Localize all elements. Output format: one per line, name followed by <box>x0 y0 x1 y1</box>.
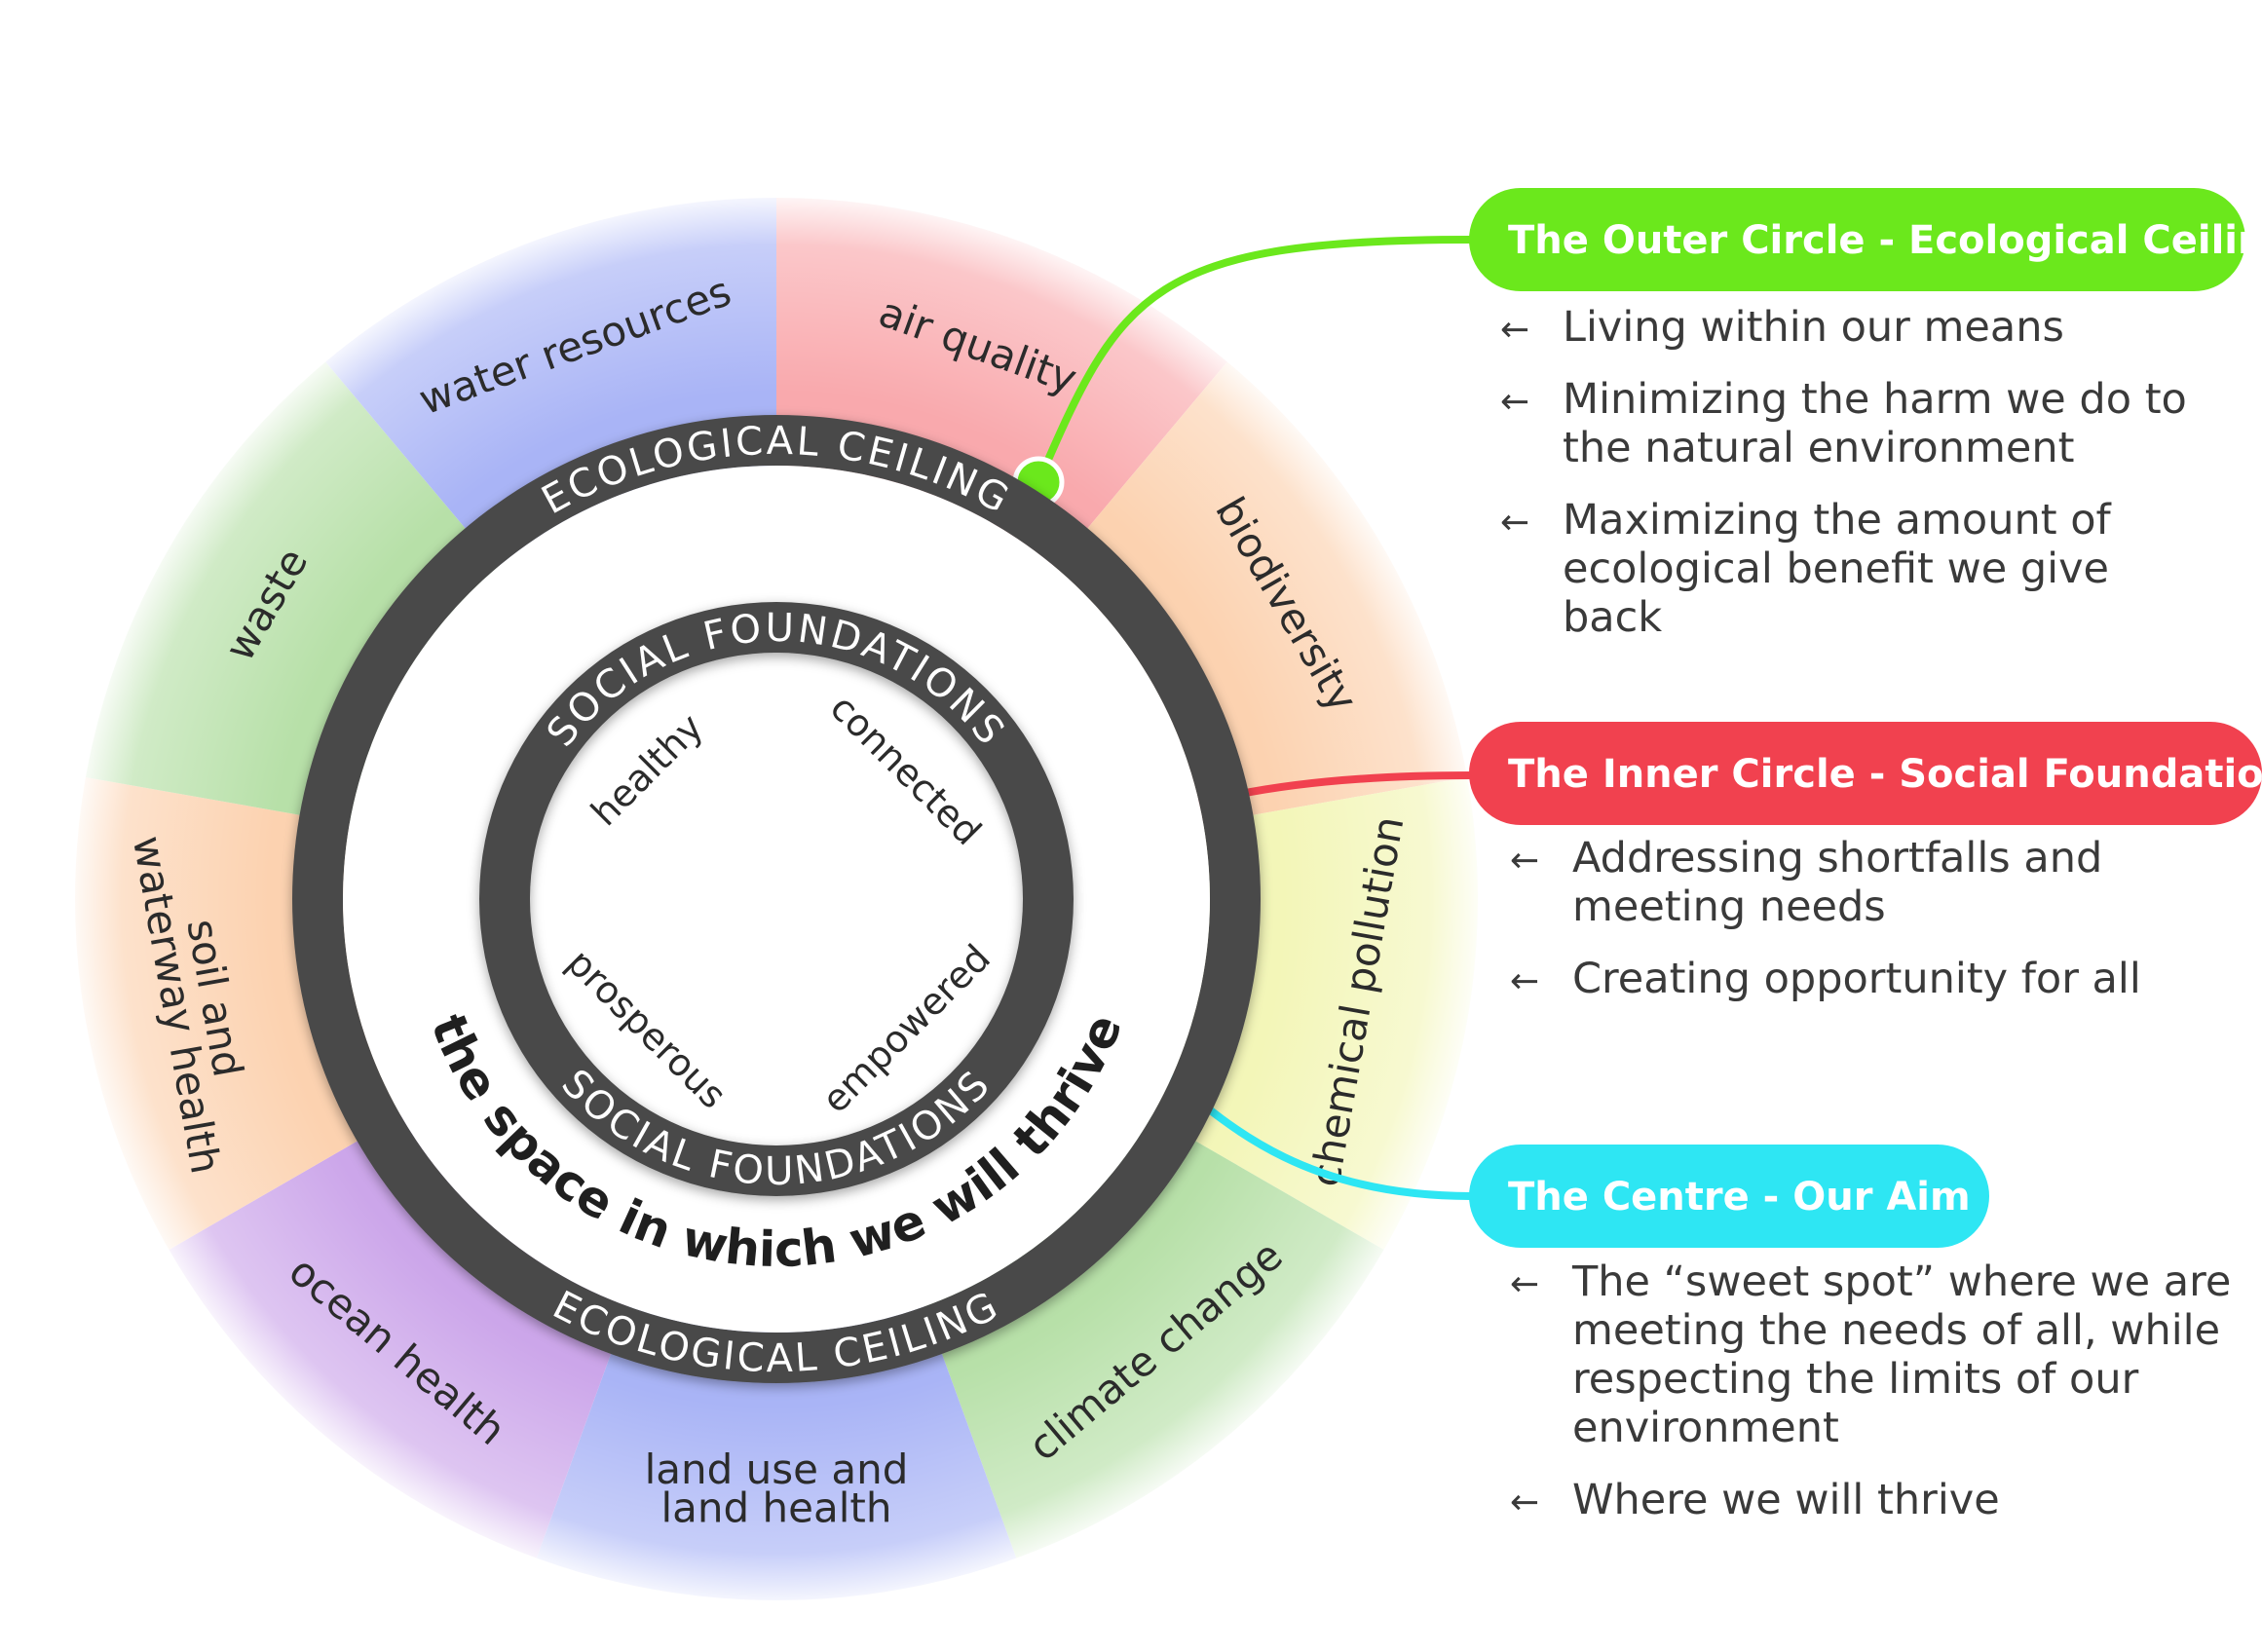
bullet-arrow-icon: ← <box>1510 1483 1539 1522</box>
callout-bullet-text: ecological benefit we give <box>1563 544 2109 593</box>
callout-bullet-text: Maximizing the amount of <box>1563 496 2112 544</box>
bullet-arrow-icon: ← <box>1500 310 1529 350</box>
callout-title-pill <box>1469 188 2245 291</box>
bullet-arrow-icon: ← <box>1510 841 1539 881</box>
callout-bullet-text: Minimizing the harm we do to <box>1563 375 2187 424</box>
callout-bullet-text: Living within our means <box>1563 303 2064 352</box>
callout-bullet-text: back <box>1563 593 1662 642</box>
callout-bullet-text: meeting the needs of all, while <box>1572 1306 2220 1355</box>
bullet-arrow-icon: ← <box>1500 503 1529 543</box>
callout-panels: The Outer Circle - Ecological Ceiling ← Li… <box>1469 188 2262 1524</box>
callout-bullet-text: environment <box>1572 1404 1839 1452</box>
bullet-arrow-icon: ← <box>1510 961 1539 1001</box>
callout-bullet-text: meeting needs <box>1572 882 1886 931</box>
callout-bullet-text: Creating opportunity for all <box>1572 955 2141 1003</box>
callout-connector <box>1035 236 1472 484</box>
callout-title: The Inner Circle - Social Foundations <box>1508 752 2262 797</box>
callout-title-pill <box>1469 1145 1989 1248</box>
callout-title: The Outer Circle - Ecological Ceiling <box>1508 218 2262 263</box>
bullet-arrow-icon: ← <box>1510 1264 1539 1304</box>
callout-bullet-text: respecting the limits of our <box>1572 1355 2139 1404</box>
callout-bullet-text: Addressing shortfalls and <box>1572 834 2102 882</box>
callout-title: The Centre - Our Aim <box>1508 1175 1971 1220</box>
thrive-space <box>343 466 1210 1333</box>
callout-bullet-text: The “sweet spot” where we are <box>1571 1258 2231 1306</box>
callout-title-pill <box>1469 722 2262 825</box>
callout-bullet-text: Where we will thrive <box>1572 1476 2000 1524</box>
bullet-arrow-icon: ← <box>1500 382 1529 422</box>
callout-bullet-text: the natural environment <box>1563 424 2074 472</box>
